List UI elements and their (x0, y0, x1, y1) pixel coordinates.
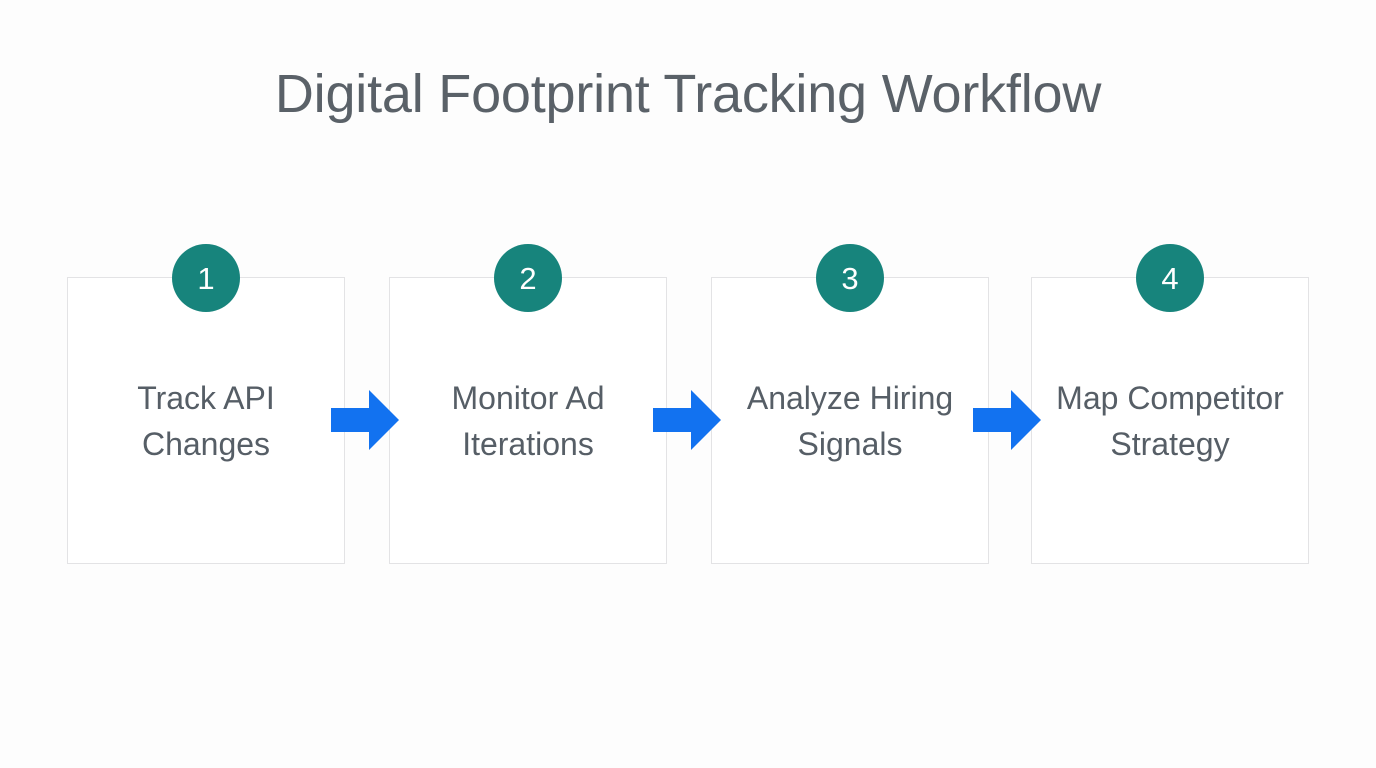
step-label-3: Analyze Hiring Signals (746, 379, 954, 462)
step-number-badge-1: 1 (172, 244, 240, 312)
step-number-badge-4: 4 (1136, 244, 1204, 312)
workflow-step-3[interactable]: 3 Analyze Hiring Signals (711, 244, 989, 564)
workflow-diagram: 1 Track API Changes 2 Monitor Ad Iterati… (67, 244, 1309, 565)
arrow-right-icon-1 (331, 390, 399, 450)
step-label-4: Map Competitor Strategy (1056, 379, 1284, 462)
step-label-2: Monitor Ad Iterations (451, 379, 605, 462)
arrow-right-icon-3 (973, 390, 1041, 450)
workflow-step-1[interactable]: 1 Track API Changes (67, 244, 345, 564)
workflow-step-2[interactable]: 2 Monitor Ad Iterations (389, 244, 667, 564)
workflow-step-4[interactable]: 4 Map Competitor Strategy (1031, 244, 1309, 564)
page-title: Digital Footprint Tracking Workflow (274, 64, 1102, 124)
step-number-badge-3: 3 (816, 244, 884, 312)
step-label-1: Track API Changes (137, 379, 275, 462)
step-number-badge-2: 2 (494, 244, 562, 312)
arrow-right-icon-2 (653, 390, 721, 450)
